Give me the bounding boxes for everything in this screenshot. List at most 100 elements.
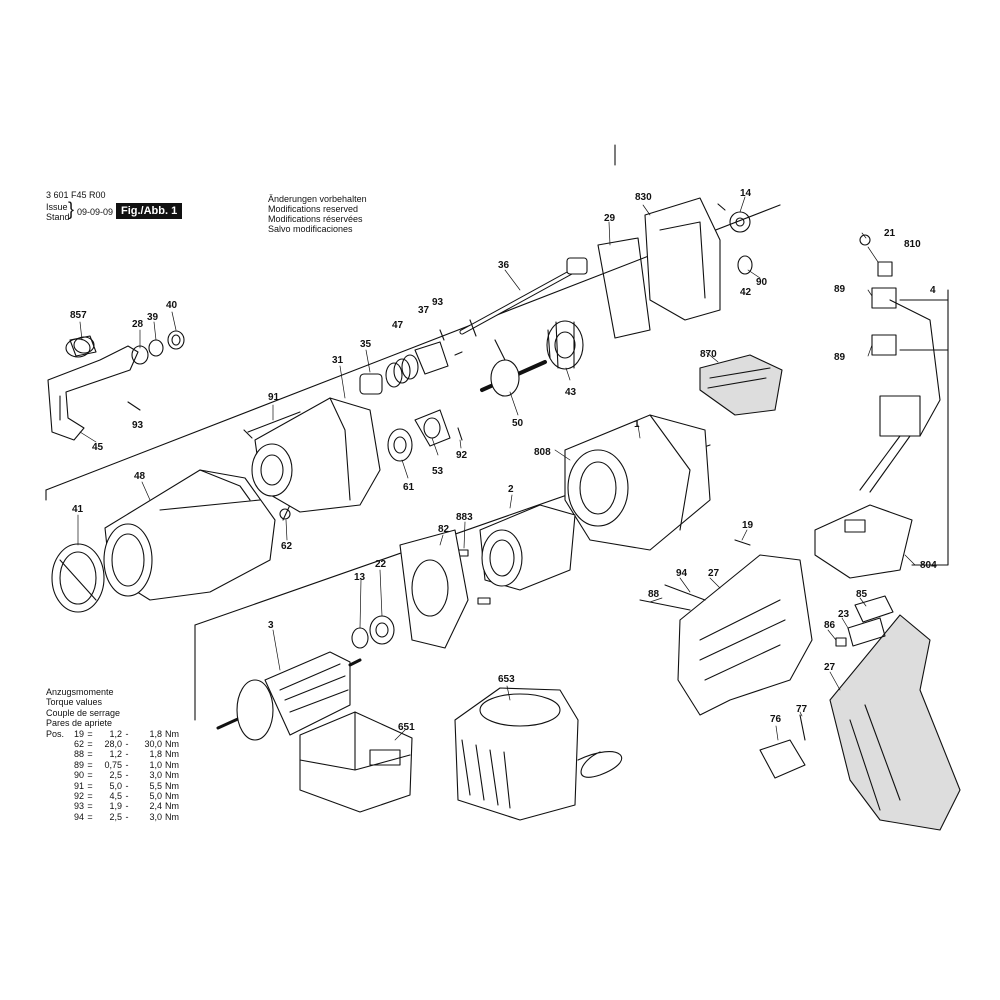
torque-min: 1,2 [109, 749, 122, 760]
callout-19: 19 [742, 520, 754, 531]
torque-unit: Nm [165, 811, 179, 822]
part-93-screw-mid [454, 351, 463, 356]
callout-27: 27 [708, 568, 720, 579]
modification-notes: Änderungen vorbehalten Modifications res… [268, 194, 367, 234]
callout-47: 47 [392, 320, 404, 331]
callout-42: 42 [740, 287, 752, 298]
part-61-bearing [387, 428, 413, 462]
callout-85: 85 [856, 589, 868, 600]
part-82-disc [399, 529, 469, 649]
torque-min: 0,75 [104, 759, 122, 770]
callout-13: 13 [354, 572, 366, 583]
part-91-screw [247, 411, 301, 433]
part-14-bearing [729, 211, 751, 233]
torque-pos: 90 [73, 770, 84, 781]
torque-dash: - [125, 749, 129, 760]
callout-50: 50 [512, 418, 524, 429]
part-62-bolt [282, 504, 291, 521]
torque-unit: Nm [165, 780, 179, 791]
callout-810: 810 [904, 239, 921, 250]
issue-label: Issue [46, 202, 68, 212]
part-4-switch-assembly [859, 234, 941, 493]
callout-31: 31 [332, 355, 344, 366]
part-42-bushing [737, 255, 753, 275]
torque-min: 2,5 [109, 770, 122, 781]
torque-heading-de: Anzugsmomente [46, 687, 114, 697]
part-37-plate [414, 341, 449, 375]
callout-2: 2 [508, 484, 514, 495]
torque-pos: 91 [73, 780, 84, 791]
torque-eq: = [87, 728, 93, 739]
torque-pos: 92 [73, 791, 84, 802]
part-13-bearing [351, 627, 369, 649]
part-77-spring [799, 714, 806, 741]
part-76-switch [759, 739, 806, 779]
part-88-screw [639, 599, 691, 611]
note-en: Modifications reserved [268, 204, 359, 214]
part-653-charger [454, 687, 623, 821]
torque-pos: 19 [73, 728, 84, 739]
leader-lines [77, 196, 916, 741]
callout-90: 90 [756, 277, 768, 288]
callout-40: 40 [166, 300, 178, 311]
callout-35: 35 [360, 339, 372, 350]
part-651-battery [299, 711, 413, 813]
callout-76: 76 [770, 714, 782, 725]
callout-43: 43 [565, 387, 577, 398]
part-27-handle-left [677, 554, 813, 716]
torque-min: 4,5 [109, 791, 122, 802]
callout-28: 28 [132, 319, 144, 330]
callout-4: 4 [930, 285, 936, 296]
torque-eq: = [87, 801, 93, 812]
torque-eq: = [87, 791, 93, 802]
callout-91: 91 [268, 392, 280, 403]
torque-unit: Nm [165, 801, 179, 812]
callout-651: 651 [398, 722, 415, 733]
part-94-screw [664, 584, 706, 601]
torque-dash: - [125, 801, 129, 812]
part-804-electronics [814, 504, 913, 579]
figure-label: Fig./Abb. 1 [116, 203, 183, 219]
callout-27: 27 [824, 662, 836, 673]
torque-pos: 89 [73, 759, 84, 770]
torque-dash: - [125, 811, 129, 822]
part-93-screw-upper [439, 329, 445, 341]
torque-eq: = [87, 780, 93, 791]
torque-unit: Nm [165, 791, 179, 802]
callout-857: 857 [70, 310, 87, 321]
torque-dash: - [125, 770, 129, 781]
callout-29: 29 [604, 213, 616, 224]
callout-1: 1 [634, 419, 640, 430]
bracket-4 [899, 289, 949, 566]
torque-max: 30,0 [144, 739, 162, 750]
part-19-screw [734, 539, 751, 546]
callout-41: 41 [72, 504, 84, 515]
callout-89: 89 [834, 284, 846, 295]
torque-pos-label: Pos. [46, 728, 65, 739]
torque-eq: = [87, 749, 93, 760]
part-31-gear-housing [251, 397, 381, 513]
torque-max: 5,5 [149, 780, 162, 791]
torque-unit: Nm [165, 770, 179, 781]
part-35-bushing [359, 373, 383, 395]
part-29-gasket [597, 237, 651, 339]
torque-dash: - [125, 739, 129, 750]
part-870-cover [699, 354, 783, 416]
part-47-spring [385, 354, 419, 388]
callout-830: 830 [635, 192, 652, 203]
torque-dash: - [125, 780, 129, 791]
part-23-slider [847, 617, 886, 647]
torque-pos: 88 [73, 749, 84, 760]
torque-pos: 93 [73, 801, 84, 812]
part-93-screw [127, 401, 141, 411]
torque-heading-es: Pares de apriete [46, 718, 113, 729]
